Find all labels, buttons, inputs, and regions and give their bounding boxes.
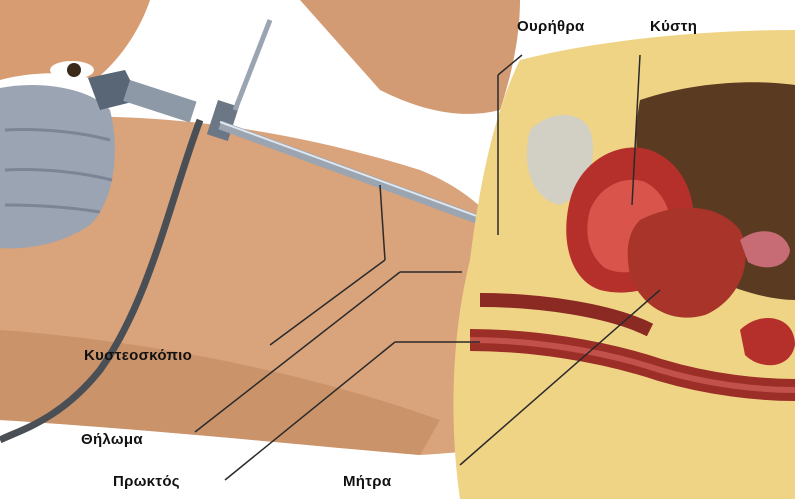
label-urethra: Ουρήθρα bbox=[517, 18, 585, 35]
label-cystoscope: Κυστεοσκόπιο bbox=[84, 347, 192, 364]
label-uterus: Μήτρα bbox=[343, 473, 391, 490]
label-rectum: Πρωκτός bbox=[113, 473, 180, 490]
label-bladder: Κύστη bbox=[650, 18, 697, 35]
label-vagina: Θήλωμα bbox=[81, 431, 143, 448]
doctor-pupil bbox=[67, 63, 81, 77]
